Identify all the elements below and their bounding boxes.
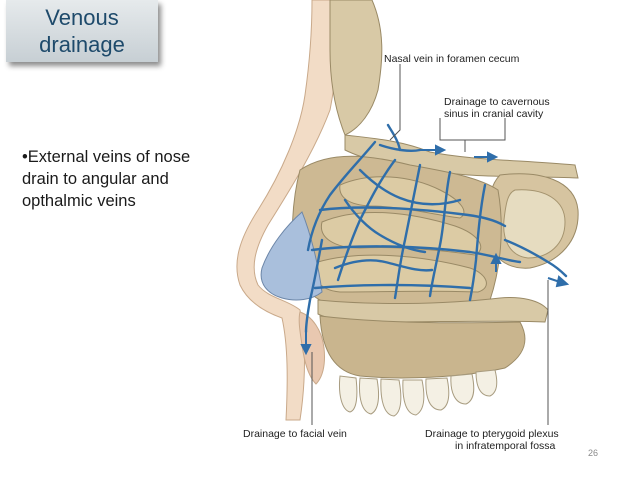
title-line-1: Venous	[45, 5, 119, 30]
slide-title: Venous drainage	[6, 0, 158, 62]
arrow-facial-head	[300, 344, 312, 356]
leader-nasal-vein	[389, 64, 401, 141]
label-cavernous-line-2: sinus in cranial cavity	[444, 108, 544, 120]
drainage-arrows	[300, 144, 570, 356]
external-nose-skin	[236, 0, 346, 421]
slide-number: 26	[588, 448, 599, 458]
vein-facial	[304, 238, 324, 334]
veins	[304, 123, 568, 334]
vein-posterior	[468, 183, 487, 302]
leader-lines	[311, 64, 549, 425]
teeth	[339, 369, 498, 417]
label-pterygoid-line-1: Drainage to pterygoid plexus	[425, 428, 559, 440]
arrow-up-head	[490, 252, 502, 264]
sphenoid-sinus	[503, 189, 566, 259]
tooth-5	[425, 377, 450, 411]
vein-net-3	[333, 259, 434, 272]
label-nasal-vein: Nasal vein in foramen cecum	[384, 53, 519, 65]
vein-upper-branch	[386, 123, 402, 152]
maxilla	[319, 315, 526, 379]
vein-horizontal-2	[310, 245, 522, 264]
arrow-pterygoid-head	[555, 275, 570, 288]
arrow-cavernous-2-head	[487, 151, 499, 163]
vein-net-2	[358, 168, 462, 206]
arrow-cavernous-1-head	[435, 144, 447, 156]
leader-cavernous	[439, 118, 506, 141]
tooth-7	[475, 369, 498, 397]
vein-pterygoid	[503, 238, 568, 278]
vein-septal-2	[393, 163, 422, 300]
bullet-text: •External veins of nose drain to angular…	[22, 146, 232, 212]
superior-concha	[339, 176, 465, 219]
vein-ethmoidal	[306, 140, 377, 252]
vein-septal-3	[428, 170, 452, 298]
tooth-3	[380, 378, 402, 417]
bullet-line-1: •External veins of nose	[22, 148, 191, 166]
tooth-4	[402, 379, 425, 416]
inferior-concha	[314, 254, 487, 293]
label-facial-vein-text: Drainage to facial vein	[243, 428, 347, 440]
tooth-6	[450, 373, 475, 405]
vein-net-1	[343, 198, 427, 254]
frontal-bone	[329, 0, 383, 136]
label-pterygoid-line-2: in infratemporal fossa	[455, 440, 556, 452]
label-nasal-vein-text: Nasal vein in foramen cecum	[384, 53, 520, 65]
label-cavernous-line-1: Drainage to cavernous	[444, 96, 550, 108]
tooth-1	[339, 375, 358, 413]
label-pterygoid: Drainage to pterygoid plexus in infratem…	[425, 428, 559, 452]
title-line-2: drainage	[39, 32, 125, 57]
vein-main-upper	[378, 143, 422, 152]
bullet-line-2: drain to angular and	[22, 170, 169, 188]
bullet-line-3: opthalmic veins	[22, 192, 136, 210]
label-facial-vein: Drainage to facial vein	[243, 428, 347, 440]
tooth-2	[359, 377, 380, 415]
label-cavernous: Drainage to cavernous sinus in cranial c…	[444, 96, 550, 120]
vein-horizontal-3	[313, 283, 472, 290]
